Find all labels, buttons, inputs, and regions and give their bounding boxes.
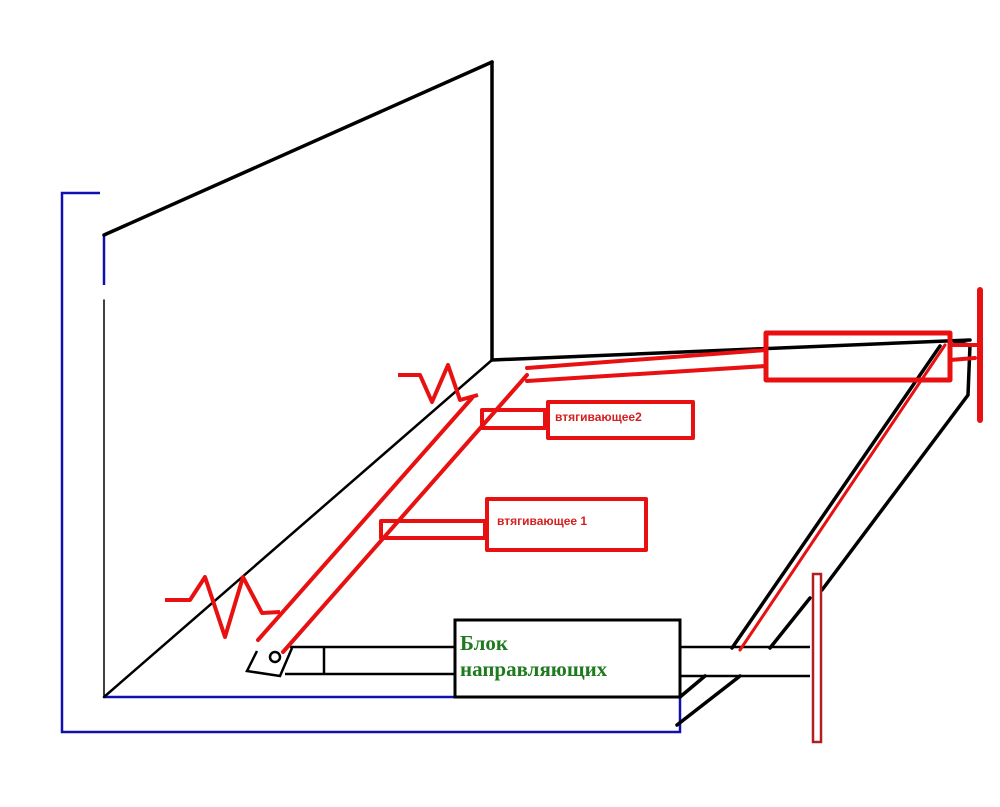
guide-rails [285,618,810,699]
label-pull-in-1: втягивающее 1 [497,514,588,528]
red-mechanism [256,287,983,654]
label-pull-in-2: втягивающее2 [555,410,642,424]
hinge-icon [245,647,294,678]
bed-frame [102,60,972,727]
spring-icon [165,575,281,639]
stop-bar [811,572,823,744]
label-guide-block-line1: Блок [460,631,508,655]
blue-outline [60,191,682,734]
spring-icon [398,363,479,404]
label-guide-block-line2: направляющих [460,657,608,681]
